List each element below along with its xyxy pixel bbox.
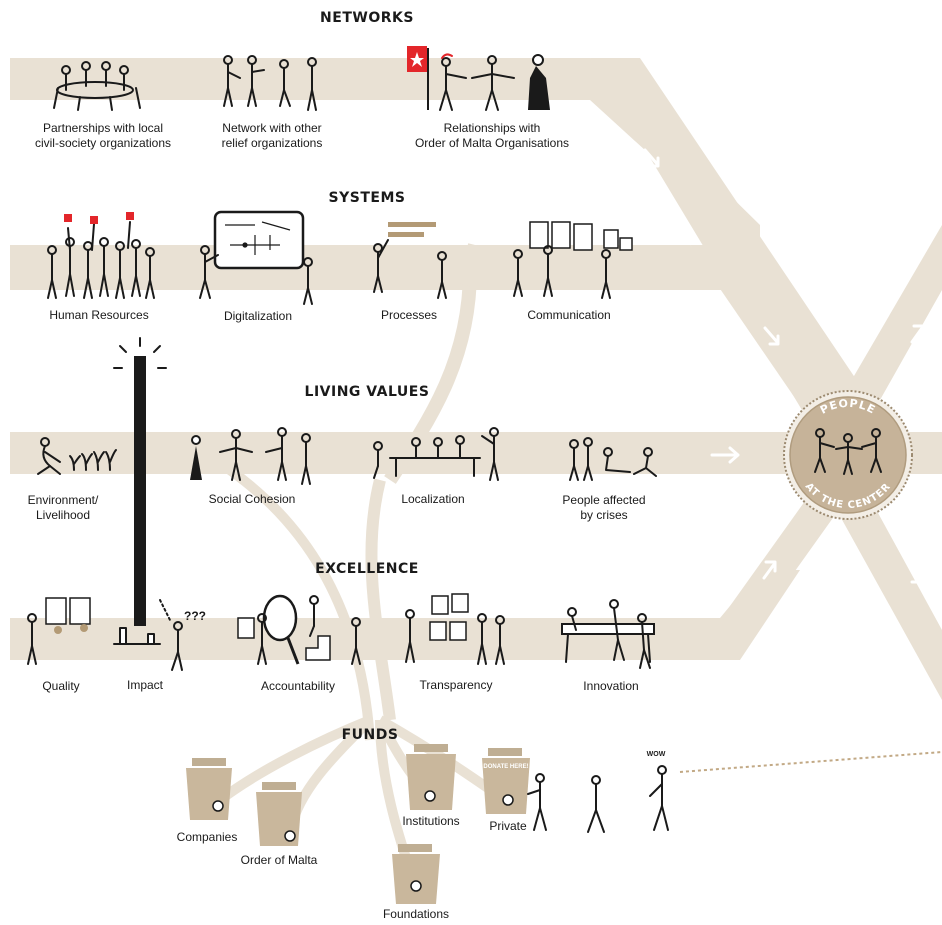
innovation-illustration <box>561 599 655 669</box>
systems-title: SYSTEMS <box>328 190 406 206</box>
caption-quality: Quality <box>42 679 80 693</box>
caption-social-cohesion: Social Cohesion <box>208 492 296 506</box>
magnifier-icon <box>262 594 298 642</box>
accountability-illustration <box>237 594 361 665</box>
communication-illustration <box>513 221 633 299</box>
caption-processes: Processes <box>380 308 438 322</box>
caption-accountability: Accountability <box>260 679 336 693</box>
arrows <box>554 148 924 804</box>
arrow-icon <box>908 564 922 584</box>
arrow-icon <box>643 148 660 168</box>
caption-relief-network: Network with other relief organizations <box>221 121 323 150</box>
localization-illustration <box>373 427 499 481</box>
whiteboard-icon <box>213 210 305 270</box>
arrow-icon <box>763 326 780 346</box>
jar-icon: DONATE HERE! <box>482 748 530 814</box>
funds-title: FUNDS <box>341 727 399 743</box>
arrow-icon <box>762 560 777 580</box>
donor-figures <box>527 765 669 833</box>
transparency-illustration <box>405 593 505 665</box>
caption-order-of-malta: Order of Malta <box>240 853 318 867</box>
caption-malta-relationships: Relationships with Order of Malta Organi… <box>414 121 570 150</box>
networks-illustrations <box>53 46 550 111</box>
caption-digitalization: Digitalization <box>223 309 293 323</box>
caption-foundations: Foundations <box>382 907 450 921</box>
jar-icon <box>392 844 440 904</box>
caption-impact: Impact <box>126 678 164 692</box>
jar-icon <box>406 744 456 810</box>
impact-tower <box>113 337 167 626</box>
excellence-illustrations <box>27 593 655 671</box>
people-affected-illustration <box>569 437 657 481</box>
caption-people-affected: People affected by crises <box>562 493 646 522</box>
partnership-table-illustration <box>53 61 141 111</box>
donate-sign: DONATE HERE! <box>483 764 528 770</box>
social-cohesion-illustration <box>190 427 311 485</box>
quality-illustration <box>27 597 91 665</box>
caption-communication: Communication <box>527 308 611 322</box>
puzzled-marks: ??? <box>184 609 206 623</box>
caption-partnerships: Partnerships with local civil-society or… <box>34 121 172 150</box>
jar-icon <box>256 782 302 846</box>
networks-title: NETWORKS <box>320 10 414 26</box>
caption-transparency: Transparency <box>419 678 493 692</box>
caption-innovation: Innovation <box>583 679 639 693</box>
processes-illustration <box>373 216 448 299</box>
environment-illustration <box>37 437 117 475</box>
badge-top-text: PEOPLE <box>818 397 877 417</box>
center-badge: PEOPLE AT THE CENTER <box>783 390 913 520</box>
systems-illustrations <box>47 210 633 305</box>
dotted-trail <box>679 751 942 773</box>
excellence-title: EXCELLENCE <box>315 561 419 577</box>
arrow-icon <box>910 324 924 344</box>
caption-localization: Localization <box>401 492 465 506</box>
jar-icon <box>186 758 232 820</box>
caption-environment: Environment/ Livelihood <box>27 493 99 522</box>
arrow-icon <box>612 788 640 804</box>
caption-institutions: Institutions <box>402 814 460 828</box>
caption-private: Private <box>489 819 527 833</box>
wow-exclamation: WOW <box>647 751 666 758</box>
living-values-illustrations <box>37 337 657 626</box>
digitalization-illustration <box>199 210 313 305</box>
arrow-icon <box>554 788 582 804</box>
malta-relationship-illustration <box>407 46 550 111</box>
living-values-title: LIVING VALUES <box>304 384 430 400</box>
caption-companies: Companies <box>176 830 238 844</box>
impact-illustration <box>113 599 183 671</box>
svg-text:PEOPLE: PEOPLE <box>818 397 878 417</box>
funds-jars: DONATE HERE! WOW ??? <box>184 609 669 904</box>
human-resources-illustration <box>47 221 155 299</box>
relief-network-illustration <box>223 55 317 111</box>
caption-human-resources: Human Resources <box>49 308 149 322</box>
arrow-icon <box>710 446 740 464</box>
